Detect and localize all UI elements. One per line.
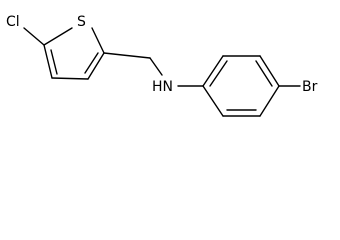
bond-b6-b1 (202, 85, 224, 117)
amine-label: HN (152, 79, 173, 95)
bond-b3-b4-inner (255, 60, 273, 87)
bond-c3-c2-inner (84, 52, 99, 74)
bond-s-c2 (91, 27, 105, 54)
bond-c4-c3 (51, 77, 89, 80)
bond-ch2-n (149, 57, 163, 76)
bond-c3-c2 (87, 52, 105, 80)
bond-b4-b5 (259, 85, 280, 117)
structure-diagram: Cl S HN Br (6, 14, 318, 117)
bond-b3-b4 (259, 55, 280, 87)
bond-s-c5 (43, 27, 73, 46)
bond-b1-b2-inner (209, 60, 228, 87)
bromine-label: Br (302, 79, 318, 95)
bond-b1-b2 (202, 55, 224, 87)
sulfur-label: S (77, 14, 86, 30)
bond-c2-ch2 (103, 52, 151, 59)
chlorine-label: Cl (6, 14, 20, 30)
bond-c5-c4 (43, 44, 53, 79)
bond-c5-cl (23, 27, 45, 46)
bond-c5-c4-inner (50, 49, 58, 75)
